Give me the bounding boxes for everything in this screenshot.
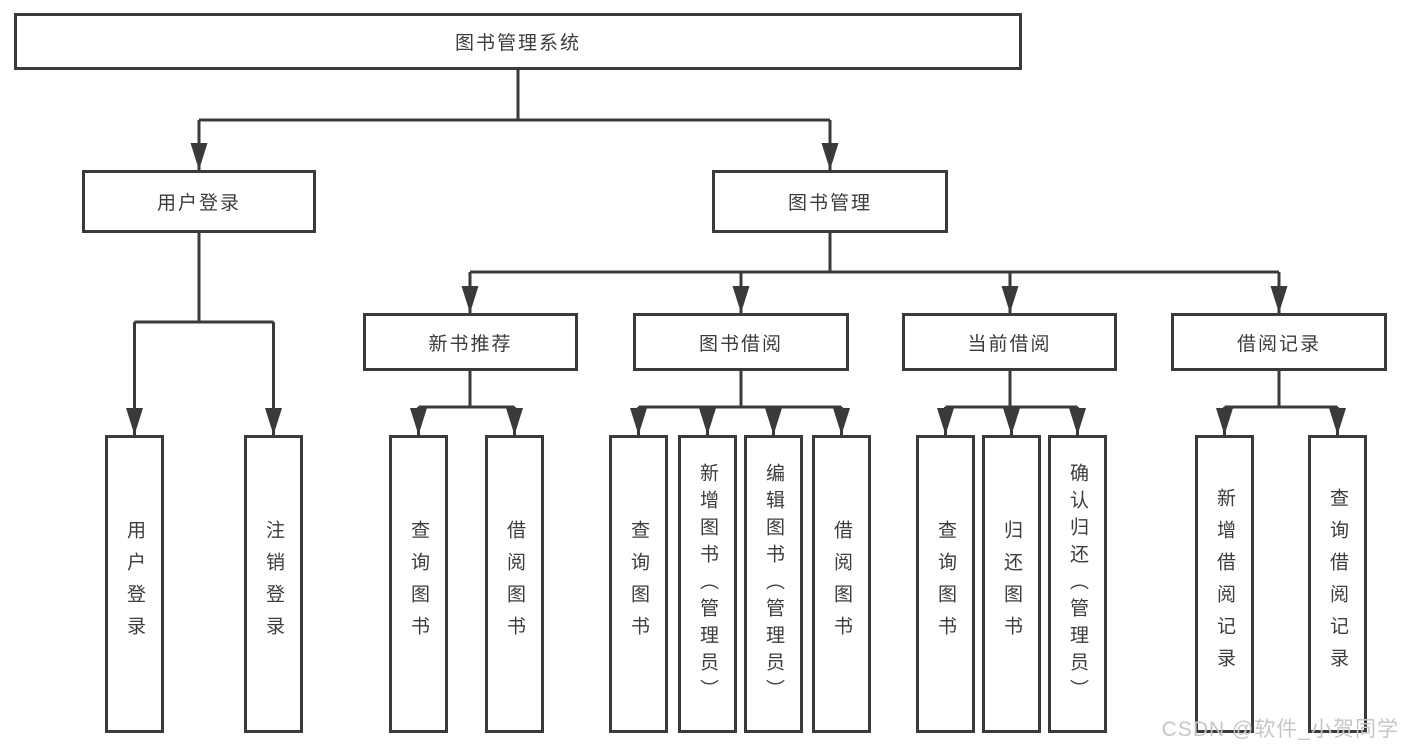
node-borrow-record-label: 借阅记录 [1236, 333, 1321, 355]
leaf-user-login-label: 用户登录 [124, 520, 145, 648]
leaf-current-return-book-label: 归还图书 [1001, 520, 1022, 648]
node-borrow-record: 借阅记录 [1171, 313, 1387, 371]
node-user-login-label: 用户登录 [156, 193, 241, 214]
leaf-borrow-edit-book-admin-label: 编辑图书（管理员） [763, 462, 784, 706]
csdn-watermark: CSDN @软件_小贺同学 [1161, 718, 1399, 741]
leaf-current-return-book: 归还图书 [982, 435, 1041, 733]
leaf-borrow-borrow-book: 借阅图书 [812, 435, 871, 733]
leaf-recommend-query-book: 查询图书 [389, 435, 448, 733]
leaf-user-login: 用户登录 [105, 435, 164, 733]
node-root-label: 图书管理系统 [454, 33, 581, 54]
node-user-login: 用户登录 [82, 170, 316, 233]
node-root-system: 图书管理系统 [14, 13, 1022, 70]
arrowheads [126, 143, 1346, 435]
leaf-borrow-edit-book-admin: 编辑图书（管理员） [744, 435, 803, 733]
leaf-record-add-record-label: 新增借阅记录 [1214, 488, 1235, 680]
node-book-borrow-label: 图书借阅 [698, 333, 783, 355]
leaf-current-query-book: 查询图书 [916, 435, 975, 733]
leaf-current-confirm-return-admin-label: 确认归还（管理员） [1067, 462, 1088, 706]
leaf-borrow-add-book-admin-label: 新增图书（管理员） [697, 462, 718, 706]
leaf-logout-label: 注销登录 [263, 520, 284, 648]
leaf-borrow-borrow-book-label: 借阅图书 [831, 520, 852, 648]
leaf-recommend-borrow-book-label: 借阅图书 [504, 520, 525, 648]
leaf-record-query-record-label: 查询借阅记录 [1327, 488, 1348, 680]
leaf-borrow-query-book-label: 查询图书 [628, 520, 649, 648]
node-current-borrow: 当前借阅 [902, 313, 1117, 371]
leaf-borrow-query-book: 查询图书 [609, 435, 668, 733]
node-new-book-recommend-label: 新书推荐 [428, 333, 513, 355]
node-book-management-label: 图书管理 [787, 193, 872, 214]
node-book-borrow: 图书借阅 [633, 313, 849, 371]
node-new-book-recommend: 新书推荐 [363, 313, 578, 371]
leaf-current-query-book-label: 查询图书 [935, 520, 956, 648]
node-current-borrow-label: 当前借阅 [967, 333, 1052, 355]
leaf-recommend-borrow-book: 借阅图书 [485, 435, 544, 733]
leaf-recommend-query-book-label: 查询图书 [408, 520, 429, 648]
leaf-current-confirm-return-admin: 确认归还（管理员） [1048, 435, 1107, 733]
leaf-logout: 注销登录 [244, 435, 303, 733]
leaf-record-query-record: 查询借阅记录 [1308, 435, 1367, 733]
node-book-management: 图书管理 [712, 170, 948, 233]
leaf-borrow-add-book-admin: 新增图书（管理员） [678, 435, 737, 733]
leaf-record-add-record: 新增借阅记录 [1195, 435, 1254, 733]
